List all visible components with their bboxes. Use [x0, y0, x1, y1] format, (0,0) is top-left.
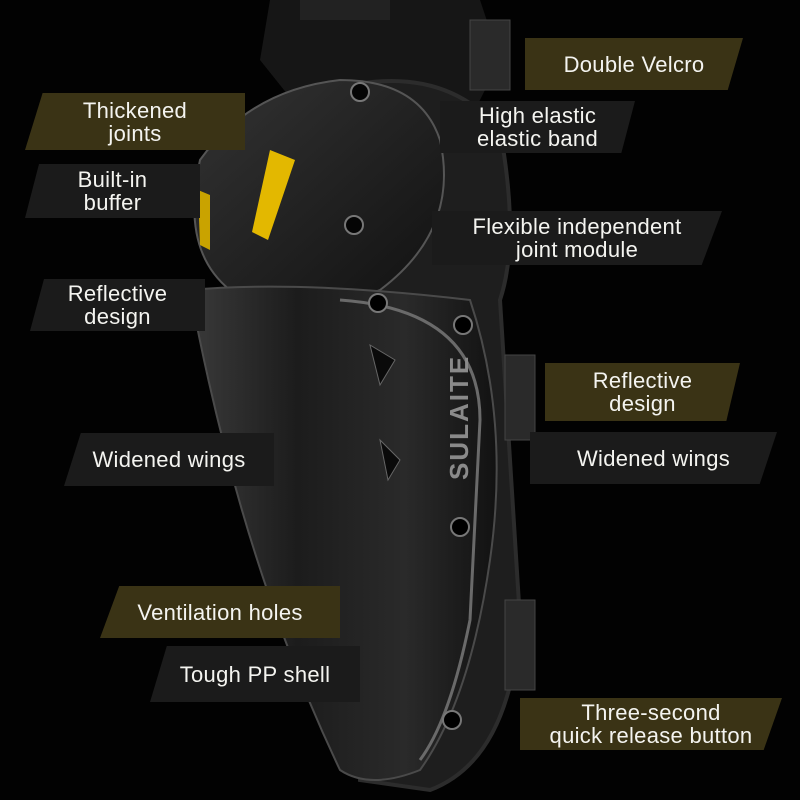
callout-tough-pp-shell: Tough PP shell [150, 646, 360, 702]
reflective-strip [252, 150, 295, 240]
callout-double-velcro: Double Velcro [525, 38, 743, 90]
callout-widened-wings-left: Widened wings [64, 433, 274, 486]
brand-text: SULAITE [444, 355, 474, 480]
callout-widened-wings-right: Widened wings [530, 432, 777, 484]
callout-ventilation-holes: Ventilation holes [100, 586, 340, 638]
